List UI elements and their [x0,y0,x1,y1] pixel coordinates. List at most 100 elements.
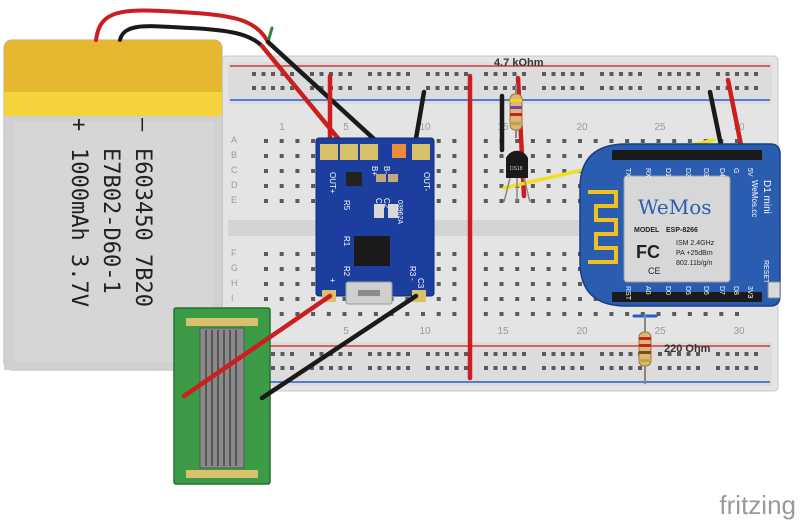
breadboard-hole [551,72,556,76]
breadboard-hole [436,199,441,203]
breadboard-hole [436,282,441,286]
pad [340,144,358,160]
breadboard-hole [295,169,300,173]
breadboard-hole [436,297,441,301]
breadboard-hole [373,312,378,316]
breadboard-hole [512,366,517,370]
breadboard-hole [348,72,352,76]
breadboard-hole [619,72,623,76]
header-bottom [612,292,762,302]
breadboard-hole [483,184,488,188]
breadboard-hole [638,72,642,76]
column-number: 15 [497,326,509,337]
breadboard-hole [483,297,488,301]
breadboard-hole [609,72,614,76]
breadboard-hole [326,312,331,316]
breadboard-hole [279,252,284,256]
breadboard-hole [542,72,546,76]
battery-text-line3: 1000mAh 3.7V [66,148,91,307]
breadboard-hole [452,312,457,316]
sensor-label: DS18 [510,166,523,172]
breadboard-hole [667,86,672,90]
breadboard-hole [628,366,633,370]
breadboard-hole [484,72,488,76]
breadboard-hole [562,184,567,188]
pin-label: D0 [664,286,671,295]
breadboard-hole [686,352,691,356]
breadboard-hole [310,72,314,76]
breadboard-hole [452,154,457,158]
breadboard-hole [311,282,316,286]
breadboard-hole [696,72,700,76]
component-label: R5 [342,200,351,211]
breadboard-hole [271,352,275,356]
breadboard-hole [252,72,256,76]
breadboard-hole [725,352,730,356]
column-number: 20 [576,326,588,337]
power-rail-bottom [228,342,772,386]
resistor-4-7k [509,84,523,138]
reset-button[interactable] [767,281,781,299]
breadboard-hole [658,86,662,90]
component-label: C2 [382,198,391,209]
breadboard-hole [515,267,520,271]
breadboard-hole [295,252,300,256]
resistor-220 [638,314,652,384]
breadboard-hole [484,86,488,90]
breadboard-hole [530,282,535,286]
breadboard-hole [570,352,575,356]
breadboard-hole [522,366,526,370]
breadboard-hole [280,86,285,90]
breadboard-hole [261,86,266,90]
column-number: 25 [654,122,666,133]
breadboard-hole [406,72,410,76]
breadboard-hole [454,366,459,370]
breadboard-hole [436,154,441,158]
breadboard-hole [551,352,556,356]
column-number: 5 [343,326,349,337]
pin-label: G [732,168,739,173]
breadboard-hole [754,86,758,90]
breadboard-hole [499,297,504,301]
wire-black [707,89,725,153]
breadboard-hole [512,86,517,90]
breadboard-hole [667,72,672,76]
breadboard-hole [436,139,441,143]
breadboard-hole [319,366,324,370]
row-letter: I [231,293,234,303]
charger-ic [354,236,390,266]
breadboard-hole [719,312,724,316]
reset-label: RESET [762,260,769,284]
pin-label: B- [382,166,391,174]
breadboard-hole [295,312,300,316]
breadboard-hole [264,252,268,256]
breadboard-hole [387,86,391,90]
breadboard-hole [493,86,498,90]
breadboard-hole [619,366,623,370]
breadboard-hole [562,154,567,158]
breadboard-hole [754,366,758,370]
breadboard-hole [342,297,347,301]
breadboard-hole [512,352,517,356]
breadboard-hole [578,139,582,143]
row-letter: F [231,248,237,258]
breadboard-hole [484,352,488,356]
breadboard-hole [640,312,645,316]
breadboard-hole [658,352,662,356]
breadboard-hole [271,86,275,90]
breadboard-hole [735,139,739,143]
breadboard-hole [348,86,352,90]
breadboard-hole [435,72,440,76]
breadboard-hole [290,366,294,370]
pin-label: D3 [702,168,709,177]
breadboard-hole [522,352,526,356]
breadboard-hole [426,72,430,76]
breadboard-hole [628,72,633,76]
breadboard-hole [435,86,440,90]
model-name: ESP-8266 [666,227,698,234]
breadboard-hole [311,199,316,203]
breadboard-hole [503,86,507,90]
battery-leads [94,8,274,48]
breadboard-hole [546,169,551,173]
breadboard-hole [562,297,567,301]
